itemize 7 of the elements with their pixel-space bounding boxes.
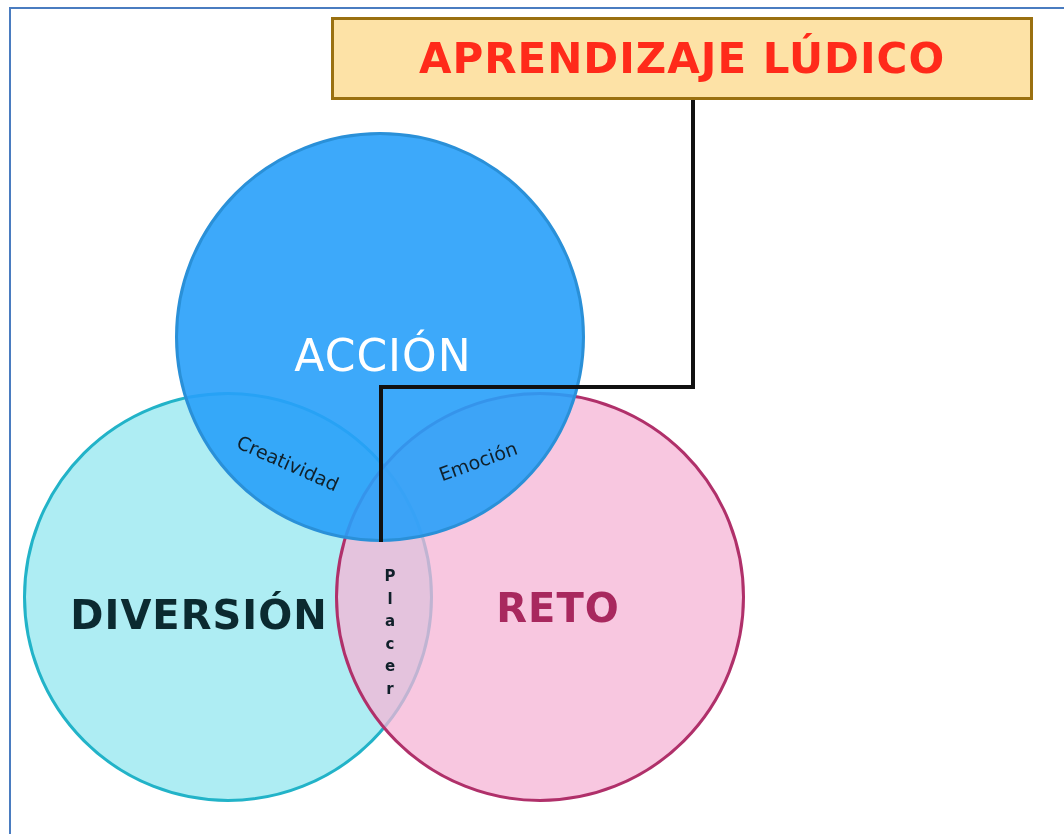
overlap-label: Placer (383, 565, 397, 699)
circle-label: RETO (496, 585, 620, 631)
leader-line (379, 100, 695, 542)
circle-label: DIVERSIÓN (70, 592, 328, 638)
title-text: APRENDIZAJE LÚDICO (418, 34, 946, 83)
circle-label: ACCIÓN (294, 329, 472, 381)
title-box (331, 17, 1033, 100)
